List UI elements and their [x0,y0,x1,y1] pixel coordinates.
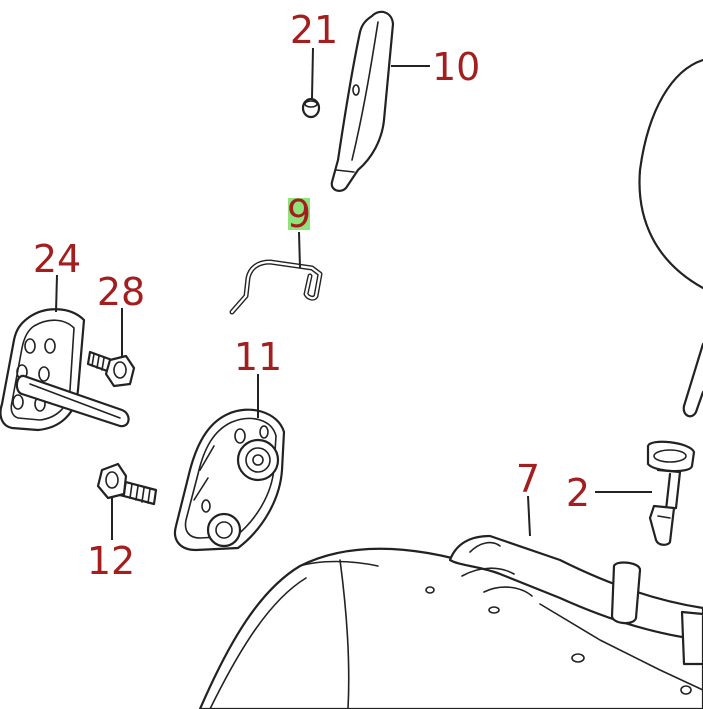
callout-24: 24 [33,237,81,281]
leader-lines [55,47,652,540]
part-2-headrest-guide [646,440,696,546]
callout-12: 12 [87,539,135,583]
part-24-hinge-bracket [0,308,130,432]
callout-2: 2 [566,471,590,515]
part-7-seat-frame [198,534,703,709]
callout-21: 21 [290,8,338,52]
callout-7: 7 [516,457,540,501]
headrest-outline [638,58,703,418]
part-12-bolt [96,462,158,506]
callout-11: 11 [234,335,282,379]
part-9-wire-rod [229,259,323,315]
callout-9: 9 [287,192,311,236]
callout-labels: 21 10 9 24 28 11 12 7 2 [33,8,590,583]
part-11-recliner-mechanism [173,408,286,552]
part-10-lever [330,10,395,192]
callout-9-highlight [288,198,310,230]
callout-10: 10 [432,45,480,89]
part-21-cap [301,97,321,119]
callout-28: 28 [97,270,145,314]
part-28-bolt [86,350,136,388]
